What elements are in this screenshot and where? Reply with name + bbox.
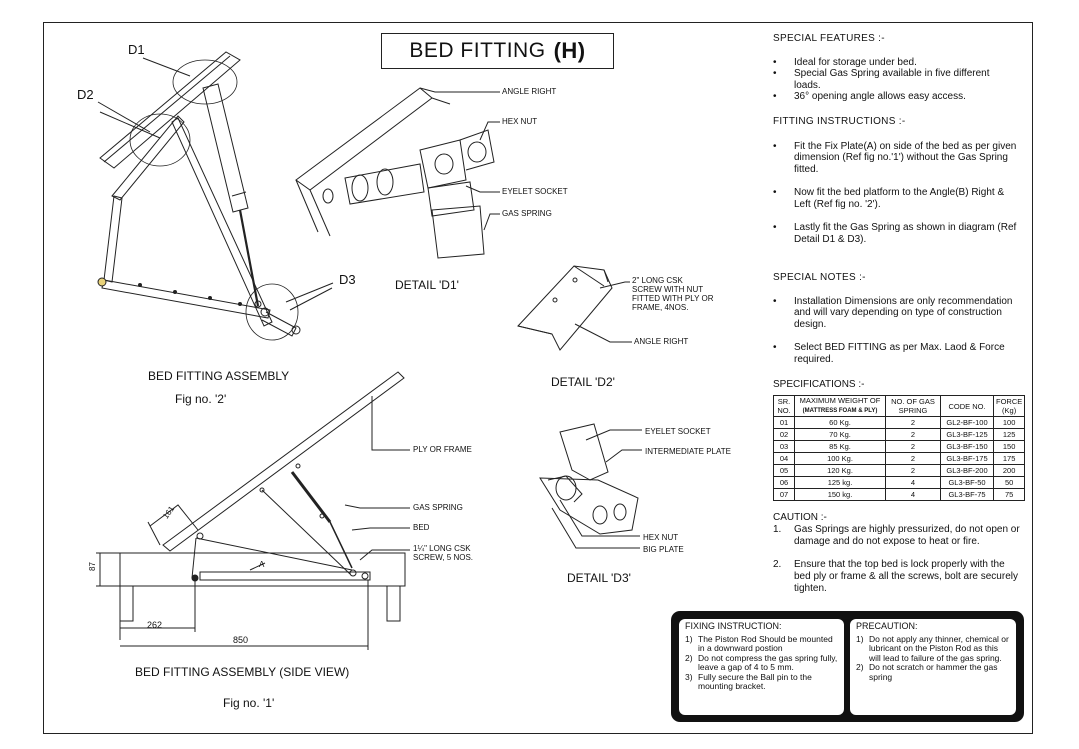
d3-hex-nut: HEX NUT [643,533,679,542]
caution-heading: CAUTION :- [773,512,827,523]
col-force: FORCE(Kg) [992,395,1026,417]
specifications-table: SR. NO. MAXIMUM WEIGHT OF(MATTRESS FOAM … [773,395,1026,501]
drawing-frame [43,22,1033,734]
fixing-instruction-box: FIXING INSTRUCTION: 1)The Piston Rod Sho… [679,619,844,715]
drawing-title: BED FITTING (H) [381,33,614,69]
precaution-box: PRECAUTION: 1)Do not apply any thinner, … [850,619,1016,715]
special-features: SPECIAL FEATURES :- Ideal for storage un… [773,33,1018,103]
specifications-heading: SPECIFICATIONS :- [773,379,865,390]
d1-eyelet-socket: EYELET SOCKET [502,187,568,196]
d2-screw: 2" LONG CSK SCREW WITH NUT FITTED WITH P… [632,276,714,312]
special-notes-heading: SPECIAL NOTES :- [773,272,866,283]
dim-262: 262 [147,620,163,630]
fitting-instructions-heading: FITTING INSTRUCTIONS :- [773,116,906,127]
col-weight: MAXIMUM WEIGHT OF(MATTRESS FOAM & PLY) [794,395,886,417]
caution-section: CAUTION :- 1.Gas Springs are highly pres… [773,512,1023,595]
d1-hex-nut: HEX NUT [502,117,538,126]
detail-d2-drawing [517,265,632,351]
d2-angle-right: ANGLE RIGHT [634,337,689,346]
d1-caption: DETAIL 'D1' [395,278,459,292]
d3-intermediate-plate: INTERMEDIATE PLATE [645,447,731,456]
label-d1: D1 [128,42,145,57]
caution-item: 1.Gas Springs are highly pressurized, do… [773,524,1020,547]
detail-d3-drawing [539,423,642,549]
assembly-drawing [97,51,334,341]
fixing-item: 2)Do not compress the gas spring fully, … [685,652,838,672]
d3-big-plate: BIG PLATE [643,545,684,554]
col-code: CODE NO. [940,395,994,417]
special-features-heading: SPECIAL FEATURES :- [773,33,885,44]
fixing-instruction-heading: FIXING INSTRUCTION: [685,621,782,631]
fitting-instructions: FITTING INSTRUCTIONS :- Fit the Fix Plat… [773,116,1018,245]
feature-item: 36° opening angle allows easy access. [773,91,1018,103]
detail-d1-drawing [295,87,500,259]
d2-caption: DETAIL 'D2' [551,375,615,389]
side-ply: PLY OR FRAME [413,445,472,454]
col-sr: SR. NO. [773,395,795,417]
title-main: BED FITTING [409,39,546,62]
side-label-a: A [259,560,265,569]
side-view-drawing [96,371,410,650]
instruction-item: Fit the Fix Plate(A) on side of the bed … [773,141,1018,176]
d3-eyelet-socket: EYELET SOCKET [645,427,711,436]
assembly-fig: Fig no. '2' [175,392,227,406]
caution-item: 2.Ensure that the top bed is lock proper… [773,559,1018,594]
instruction-item: Now fit the bed platform to the Angle(B)… [773,187,1018,210]
feature-item: Special Gas Spring available in five dif… [773,68,1018,91]
title-suffix: (H) [553,38,586,63]
assembly-caption: BED FITTING ASSEMBLY [148,369,290,383]
side-bed: BED [413,523,430,532]
precaution-item: 2)Do not scratch or hammer the gas sprin… [856,662,998,682]
d1-angle-right: ANGLE RIGHT [502,87,557,96]
col-springs: NO. OF GAS SPRING [885,395,941,417]
note-item: Select BED FITTING as per Max. Laod & Fo… [773,342,1018,365]
instruction-panel: FIXING INSTRUCTION: 1)The Piston Rod Sho… [671,611,1024,722]
side-view-caption: BED FITTING ASSEMBLY (SIDE VIEW) [135,665,350,679]
label-d3: D3 [339,272,356,287]
precaution-heading: PRECAUTION: [856,621,918,631]
side-view-fig: Fig no. '1' [223,696,275,710]
special-notes: SPECIAL NOTES :- Installation Dimensions… [773,272,1018,365]
note-item: Installation Dimensions are only recomme… [773,296,1018,331]
dim-850: 850 [233,635,249,645]
label-d2: D2 [77,87,94,102]
dim-87: 87 [87,562,97,571]
d1-gas-spring: GAS SPRING [502,209,552,218]
precaution-item: 1)Do not apply any thinner, chemical or … [856,633,1009,663]
side-screw: 1¼" LONG CSK SCREW, 5 NOS. [413,544,474,562]
instruction-item: Lastly fit the Gas Spring as shown in di… [773,222,1018,245]
fixing-item: 1)The Piston Rod Should be mounted in a … [685,633,833,653]
fixing-item: 3)Fully secure the Ball pin to the mount… [685,671,812,691]
d3-caption: DETAIL 'D3' [567,571,631,585]
side-gas-spring: GAS SPRING [413,503,463,512]
feature-item: Ideal for storage under bed. [773,57,1018,69]
